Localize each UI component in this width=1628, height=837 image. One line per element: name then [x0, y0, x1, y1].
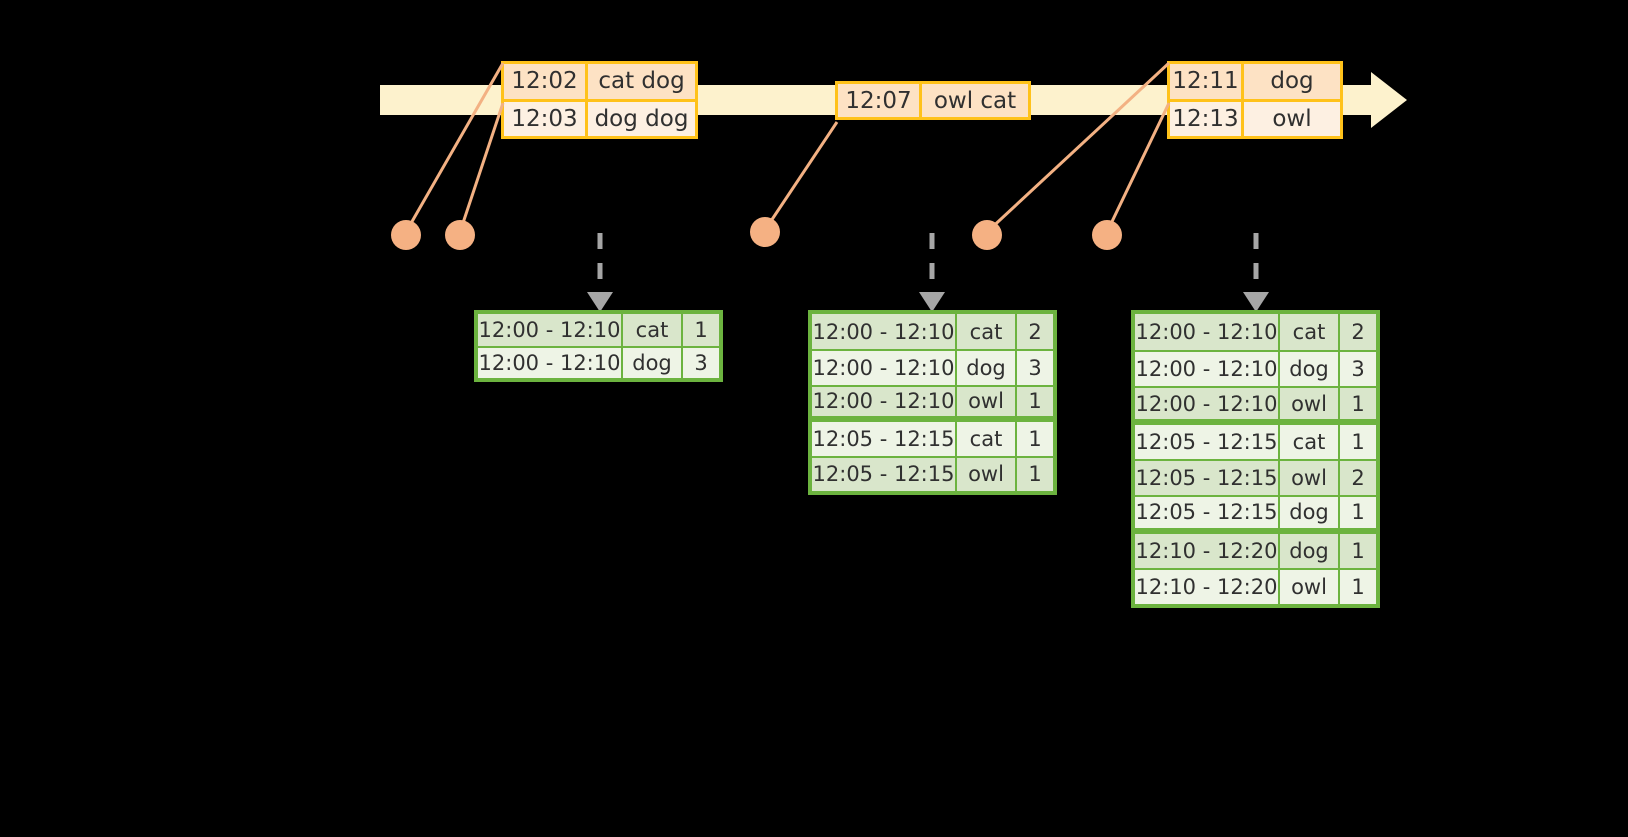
event-words: owl: [1244, 101, 1340, 136]
cell-count: 1: [1017, 386, 1053, 417]
table-row[interactable]: 12:00 - 12:10 dog 3: [812, 349, 1053, 385]
cell-count: 1: [1017, 422, 1053, 456]
cell-count: 1: [1340, 569, 1376, 605]
table-row[interactable]: 12:00 - 12:10 cat 1: [478, 314, 719, 346]
table-row[interactable]: 12:10 - 12:20 dog 1: [1135, 531, 1376, 568]
cell-word: dog: [1280, 497, 1340, 528]
result-table-2[interactable]: 12:00 - 12:10 cat 2 12:00 - 12:10 dog 3 …: [808, 310, 1057, 495]
event-words: owl cat: [922, 84, 1028, 117]
table-row[interactable]: 12:05 - 12:15 owl 1: [812, 455, 1053, 491]
event-group-3[interactable]: 12:11 dog 12:13 owl: [1167, 61, 1343, 139]
cell-word: cat: [1280, 424, 1340, 459]
cell-count: 1: [1340, 533, 1376, 568]
event-row[interactable]: 12:11 dog: [1170, 64, 1340, 99]
cell-window: 12:05 - 12:15: [1135, 460, 1280, 496]
event-time: 12:11: [1170, 64, 1244, 99]
table-row[interactable]: 12:05 - 12:15 dog 1: [1135, 495, 1376, 532]
table-row[interactable]: 12:05 - 12:15 cat 1: [1135, 422, 1376, 459]
cell-window: 12:10 - 12:20: [1135, 533, 1280, 568]
cell-word: owl: [1280, 569, 1340, 605]
event-time: 12:13: [1170, 101, 1244, 136]
cell-word: owl: [1280, 388, 1340, 419]
event-group-1[interactable]: 12:02 cat dog 12:03 dog dog: [501, 61, 698, 139]
table-row[interactable]: 12:00 - 12:10 owl 1: [1135, 386, 1376, 423]
event-row[interactable]: 12:02 cat dog: [504, 64, 695, 99]
cell-window: 12:00 - 12:10: [812, 314, 957, 350]
cell-count: 1: [1340, 424, 1376, 459]
cell-window: 12:00 - 12:10: [1135, 388, 1280, 419]
cell-word: owl: [957, 386, 1017, 417]
table-row[interactable]: 12:10 - 12:20 owl 1: [1135, 567, 1376, 605]
table-row[interactable]: 12:00 - 12:10 owl 1: [812, 384, 1053, 421]
event-group-2[interactable]: 12:07 owl cat: [835, 81, 1031, 120]
cell-count: 3: [1017, 351, 1053, 385]
cell-count: 2: [1340, 314, 1376, 351]
dashed-arrow-head: [587, 292, 613, 312]
cell-word: cat: [623, 314, 683, 346]
cell-word: cat: [957, 314, 1017, 350]
timeline-arrowhead: [1371, 72, 1407, 128]
cell-word: dog: [957, 351, 1017, 385]
table-row[interactable]: 12:05 - 12:15 cat 1: [812, 420, 1053, 456]
cell-word: cat: [957, 422, 1017, 456]
cell-count: 2: [1340, 460, 1376, 496]
cell-word: dog: [1280, 352, 1340, 387]
connector-dot: [391, 220, 421, 250]
cell-window: 12:10 - 12:20: [1135, 569, 1280, 605]
cell-count: 1: [1340, 388, 1376, 419]
table-row[interactable]: 12:05 - 12:15 owl 2: [1135, 458, 1376, 496]
event-words: dog dog: [588, 101, 695, 136]
connector-line: [1105, 102, 1171, 233]
cell-window: 12:00 - 12:10: [478, 347, 623, 378]
dashed-arrow-head: [919, 292, 945, 312]
cell-word: owl: [1280, 460, 1340, 496]
cell-window: 12:00 - 12:10: [1135, 314, 1280, 351]
cell-window: 12:05 - 12:15: [1135, 424, 1280, 459]
cell-word: dog: [623, 347, 683, 378]
cell-count: 1: [1017, 457, 1053, 491]
event-time: 12:02: [504, 64, 588, 99]
event-words: cat dog: [588, 64, 695, 99]
event-row[interactable]: 12:03 dog dog: [504, 98, 695, 136]
event-words: dog: [1244, 64, 1340, 99]
event-row[interactable]: 12:13 owl: [1170, 98, 1340, 136]
cell-count: 2: [1017, 314, 1053, 350]
table-row[interactable]: 12:00 - 12:10 cat 2: [1135, 314, 1376, 351]
event-row[interactable]: 12:07 owl cat: [838, 84, 1028, 117]
connector-line: [763, 121, 839, 231]
cell-window: 12:00 - 12:10: [1135, 352, 1280, 387]
cell-window: 12:00 - 12:10: [812, 386, 957, 417]
cell-window: 12:05 - 12:15: [812, 457, 957, 491]
cell-window: 12:00 - 12:10: [812, 351, 957, 385]
connector-dot: [445, 220, 475, 250]
event-time: 12:03: [504, 101, 588, 136]
cell-window: 12:05 - 12:15: [1135, 497, 1280, 528]
table-row[interactable]: 12:00 - 12:10 cat 2: [812, 314, 1053, 350]
cell-window: 12:00 - 12:10: [478, 314, 623, 346]
connector-line: [458, 102, 505, 233]
event-time: 12:07: [838, 84, 922, 117]
cell-count: 3: [1340, 352, 1376, 387]
connector-dot: [1092, 220, 1122, 250]
table-row[interactable]: 12:00 - 12:10 dog 3: [478, 345, 719, 378]
table-row[interactable]: 12:00 - 12:10 dog 3: [1135, 350, 1376, 387]
cell-count: 3: [683, 347, 719, 378]
dashed-arrow-head: [1243, 292, 1269, 312]
cell-word: dog: [1280, 533, 1340, 568]
result-table-1[interactable]: 12:00 - 12:10 cat 1 12:00 - 12:10 dog 3: [474, 310, 723, 382]
connector-dot: [972, 220, 1002, 250]
cell-count: 1: [683, 314, 719, 346]
cell-word: owl: [957, 457, 1017, 491]
cell-window: 12:05 - 12:15: [812, 422, 957, 456]
cell-count: 1: [1340, 497, 1376, 528]
connector-dot: [750, 217, 780, 247]
result-table-3[interactable]: 12:00 - 12:10 cat 2 12:00 - 12:10 dog 3 …: [1131, 310, 1380, 608]
cell-word: cat: [1280, 314, 1340, 351]
